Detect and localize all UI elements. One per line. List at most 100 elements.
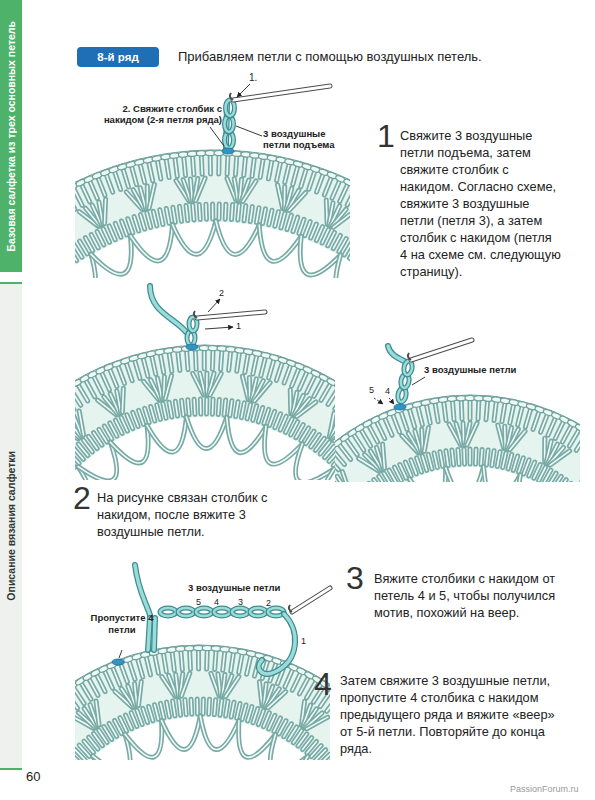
stitch-post-highlight [193,205,194,220]
stitch-post [334,431,335,441]
stitch-post-highlight [297,402,316,417]
stitch-post [151,406,155,420]
stitch-post-highlight [248,707,252,721]
chain-loop-highlight [250,608,266,616]
stitch-post [253,406,257,420]
stitch-post [152,356,156,375]
stitch-post-highlight [140,164,145,182]
stitch-post-highlight [475,449,477,464]
yarn [135,565,150,615]
stitch-post [185,700,186,715]
stitch-post [247,404,250,419]
stitch-post [179,700,181,715]
stitch-post [115,223,121,237]
stitch-post-highlight [198,650,200,669]
stitch-post-highlight [285,669,293,686]
stitch-post-highlight [134,217,139,231]
stitch-post-highlight [209,155,211,174]
stitch-post [218,400,219,415]
stitch-post-highlight [166,159,169,178]
stitch-post-highlight [238,205,239,220]
stitch-post [137,710,142,724]
stitch-post [175,158,177,177]
stitch-post-highlight [261,357,266,375]
stitch-post-highlight [96,701,99,725]
callout-number: 1. [249,72,257,84]
stitch-post [409,409,414,427]
chain-arch [91,236,131,274]
chain-arch [300,236,340,275]
stitch-post [147,213,151,227]
chain-arch-highlight [130,225,172,261]
stitch-post [237,352,240,371]
leader-line [205,327,233,329]
chain-arch [130,225,172,261]
stitch-post-highlight [110,369,117,387]
chain-arch-highlight [93,734,130,760]
chain-arch-highlight [296,756,330,760]
stitch-post-highlight [328,388,335,404]
stitch-post [157,160,160,179]
stitch-post-highlight [452,450,454,465]
stitch-post-highlight [121,664,128,682]
stitch-top [574,423,580,433]
stitch-post [161,703,164,718]
callout-number: 2 [219,288,224,298]
stitch-post-highlight [113,667,120,685]
step-text: Затем свяжите 3 воздушные петли, пропуст… [340,672,562,757]
stitch-post [178,351,180,370]
stitch-post-highlight [218,155,220,174]
stitch-post [435,403,438,422]
stitch-post-highlight [122,388,123,412]
stitch-post-highlight [458,449,459,464]
yarn [388,346,406,362]
stitch-post-highlight [231,702,234,717]
stitch-post [210,399,216,414]
stitch-post-highlight [145,408,150,422]
stitch-post [225,677,238,697]
stitch-post-highlight [212,399,214,414]
stitch-post-highlight [268,692,286,708]
stitch-post-highlight [319,754,330,760]
stitch-post-highlight [481,449,482,464]
stitch-post [235,156,236,175]
stitch-post-highlight [221,351,222,370]
stitch-post-highlight [426,404,430,423]
callout-text: 3 воздушные петли [424,365,516,376]
stitch-post-highlight [508,454,512,469]
chain-arch [216,221,259,254]
chain-arch-highlight [216,221,259,254]
chain-arch-highlight [336,255,350,278]
stitch-post-highlight [160,354,163,373]
stitch-post [210,350,216,369]
stitch-post-highlight [155,655,159,674]
stitch-post-highlight [293,166,298,184]
stitch-post [105,199,106,223]
stitch-post-highlight [153,211,156,226]
stitch-post [236,402,238,417]
stitch-post-highlight [218,400,219,415]
stitch-post-highlight [253,355,257,374]
stitch-post-highlight [314,380,323,397]
callout-number: 4 [385,386,390,396]
stitch-post-highlight [525,409,530,427]
chain-loop [160,608,176,616]
stitch-post [134,217,139,231]
fabric-body [75,150,350,278]
section-tab: Описание вязания салфетки [0,282,22,770]
stitch-post-highlight [202,699,204,714]
stitch-post-highlight [289,192,306,210]
stitch-post [192,156,193,175]
stitch-post-highlight [309,171,315,189]
stitch-post-highlight [477,400,479,419]
stitch-post [299,219,304,233]
stitch-post [459,400,465,419]
stitch-post-highlight [502,403,505,422]
stitch-post [253,355,257,374]
stitch-post-highlight [548,473,556,482]
page-number: 60 [26,770,40,785]
stitch-post-highlight [467,423,477,445]
stitch-post-highlight [311,224,317,238]
stitch-post [214,700,215,715]
callout-text: 3 воздушные петли [188,583,280,594]
